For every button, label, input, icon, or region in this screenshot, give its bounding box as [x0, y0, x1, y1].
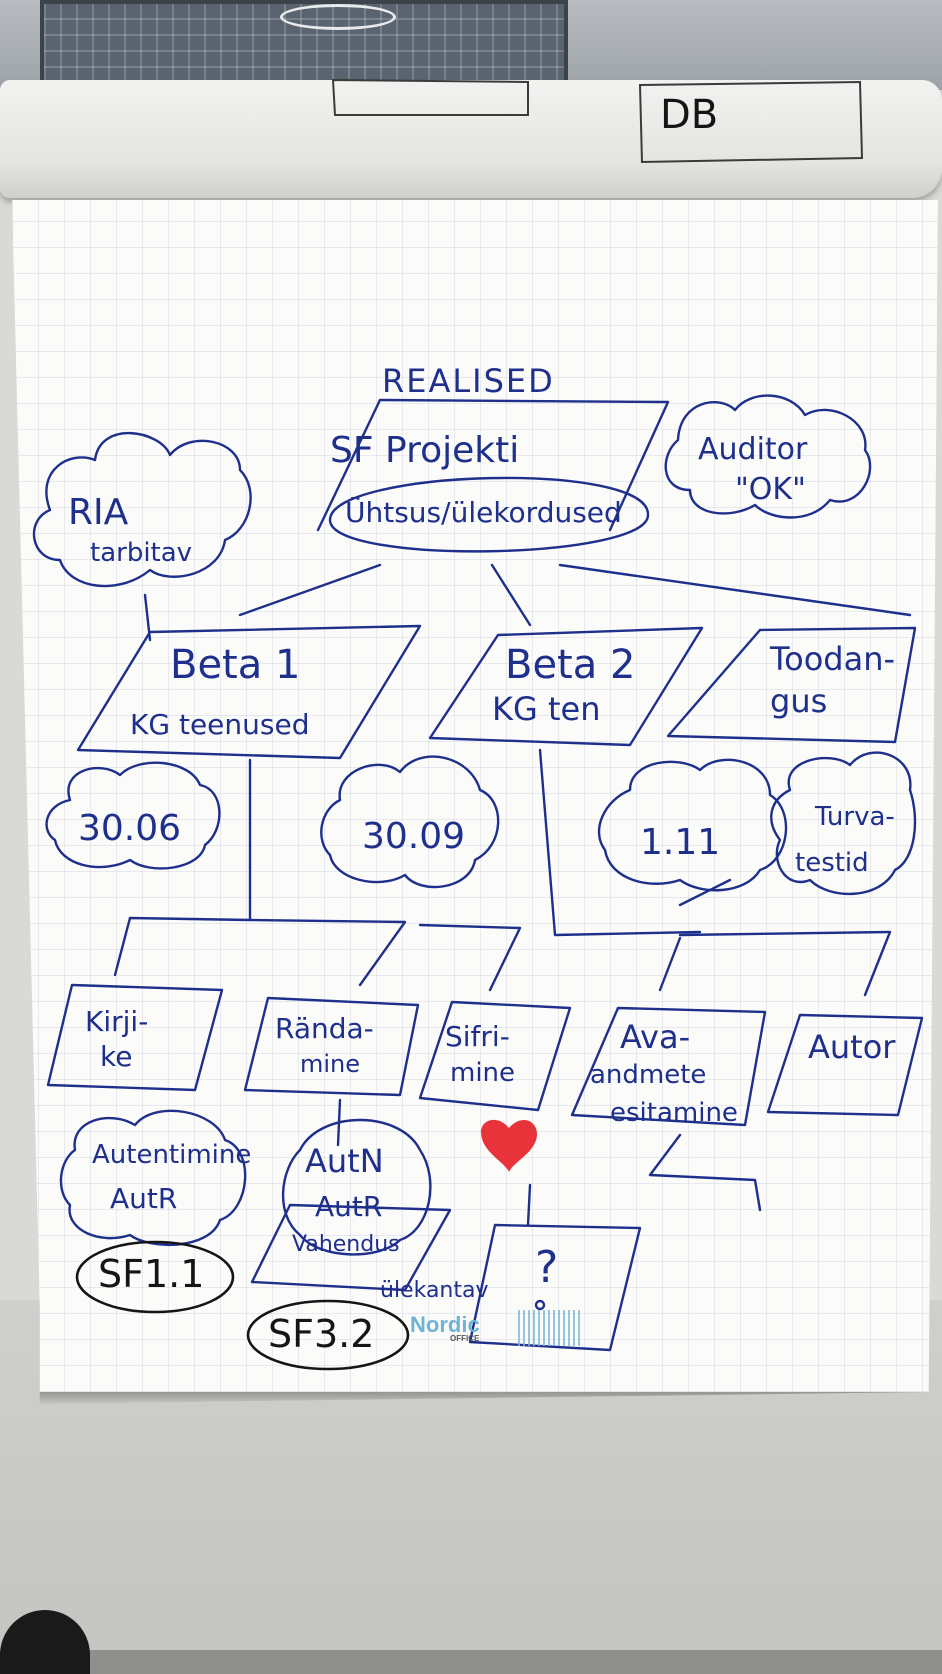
connector-beta2: [490, 563, 532, 627]
module-box-2: [243, 996, 420, 1097]
module-4-line1: Ava-: [620, 1018, 691, 1056]
module-3-line2: mine: [450, 1058, 516, 1088]
date-cloud-3: [597, 758, 788, 892]
mid-connector: [336, 1098, 342, 1147]
tree-beta2-b: [678, 930, 892, 997]
tree-beta2: [538, 748, 702, 937]
tree-beta1: [113, 758, 252, 977]
module-box-4: [570, 1006, 767, 1127]
ria-cloud: [32, 431, 252, 588]
bottom-mid-box: [250, 1203, 452, 1292]
module-3-line1: Sifri-: [445, 1020, 510, 1053]
date-cloud-1: [45, 761, 221, 870]
date-cloud-2: [320, 755, 500, 889]
person-shoulder: [0, 1610, 90, 1674]
connector-toodang: [558, 563, 912, 617]
question-mark: ?: [535, 1242, 559, 1293]
module-5-line1: Autor: [808, 1028, 896, 1066]
sf3-label: SF3.2: [268, 1312, 375, 1356]
strike-arrow: [678, 878, 732, 907]
brand-logo-text: Nordic: [410, 1312, 480, 1337]
main-project-shape: [316, 398, 670, 532]
beta2-line1: Beta 2: [505, 642, 636, 688]
main-title-line2: Ühtsus/ülekordused: [345, 496, 622, 529]
module-1-line1: Kirji-: [85, 1005, 149, 1038]
sf3-oval: [246, 1299, 410, 1371]
ria-line2: tarbitav: [90, 538, 193, 568]
beta1-line1: Beta 1: [170, 642, 301, 688]
date-3: 1.11: [640, 822, 721, 863]
beta2-line2: KG ten: [492, 690, 601, 728]
floor: [0, 1650, 942, 1674]
bottom-mid-line4: ülekantav: [380, 1278, 489, 1303]
flipchart-roll: [0, 80, 942, 198]
toodang-shape: [666, 626, 917, 744]
bottom-left-cloud: [59, 1109, 247, 1246]
ceiling-lamp: [280, 4, 396, 30]
heart-icon: [481, 1119, 537, 1172]
auditor-line1: Auditor: [698, 432, 808, 467]
support-line2: testid: [795, 848, 869, 878]
bottom-mid-line1: AutN: [305, 1142, 384, 1180]
sf1-label: SF1.1: [98, 1252, 205, 1296]
beta1-line2: KG teenused: [130, 708, 310, 741]
sf1-oval: [75, 1240, 235, 1314]
tree-beta1-c: [418, 923, 522, 992]
toodang-line2: gus: [770, 682, 828, 720]
barcode: [518, 1310, 582, 1346]
bottom-left-line2: AutR: [110, 1182, 178, 1215]
bottom-left-line1: Autentimine: [92, 1140, 252, 1170]
main-title-line1: SF Projekti: [330, 430, 520, 471]
auditor-cloud: [664, 394, 872, 519]
module-4-line2: andmete: [590, 1060, 707, 1090]
tree-beta2-a: [658, 936, 682, 992]
module-box-3: [418, 1000, 572, 1112]
module-4-line3: esitamine: [610, 1098, 738, 1128]
question-box: [468, 1223, 642, 1352]
tree-beta1-b: [248, 918, 407, 987]
module-2-line1: Rända-: [275, 1012, 374, 1045]
header-box-right-text: DB: [660, 92, 719, 138]
header-box-left: [331, 78, 529, 116]
bottom-mid-line2: AutR: [315, 1190, 383, 1223]
realised-label: REALISED: [382, 362, 555, 400]
brand-logo: Nordic OFFICE: [410, 1312, 480, 1343]
main-project-oval: [328, 476, 650, 553]
question-dot: [534, 1299, 546, 1311]
brand-logo-subtext: OFFICE: [450, 1334, 480, 1343]
module-box-5: [766, 1013, 924, 1117]
bottom-mid-cloud: [281, 1118, 432, 1256]
module-box-1: [46, 983, 224, 1092]
question-connector-b: [526, 1183, 532, 1227]
support-line1: Turva-: [815, 802, 895, 832]
bottom-mid-line3: Vahendus: [292, 1232, 400, 1257]
ria-line1: RIA: [68, 492, 129, 533]
module-2-line2: mine: [300, 1050, 361, 1078]
beta2-shape: [428, 626, 704, 747]
question-connector: [648, 1133, 762, 1212]
connector-beta1: [238, 563, 382, 617]
auditor-line2: "OK": [735, 472, 806, 507]
support-cloud: [770, 751, 917, 896]
toodang-line1: Toodan-: [770, 640, 896, 678]
beta1-shape: [76, 624, 422, 760]
module-1-line2: ke: [100, 1040, 133, 1073]
date-1: 30.06: [78, 808, 182, 849]
header-box-right: [638, 80, 864, 164]
date-2: 30.09: [362, 816, 466, 857]
